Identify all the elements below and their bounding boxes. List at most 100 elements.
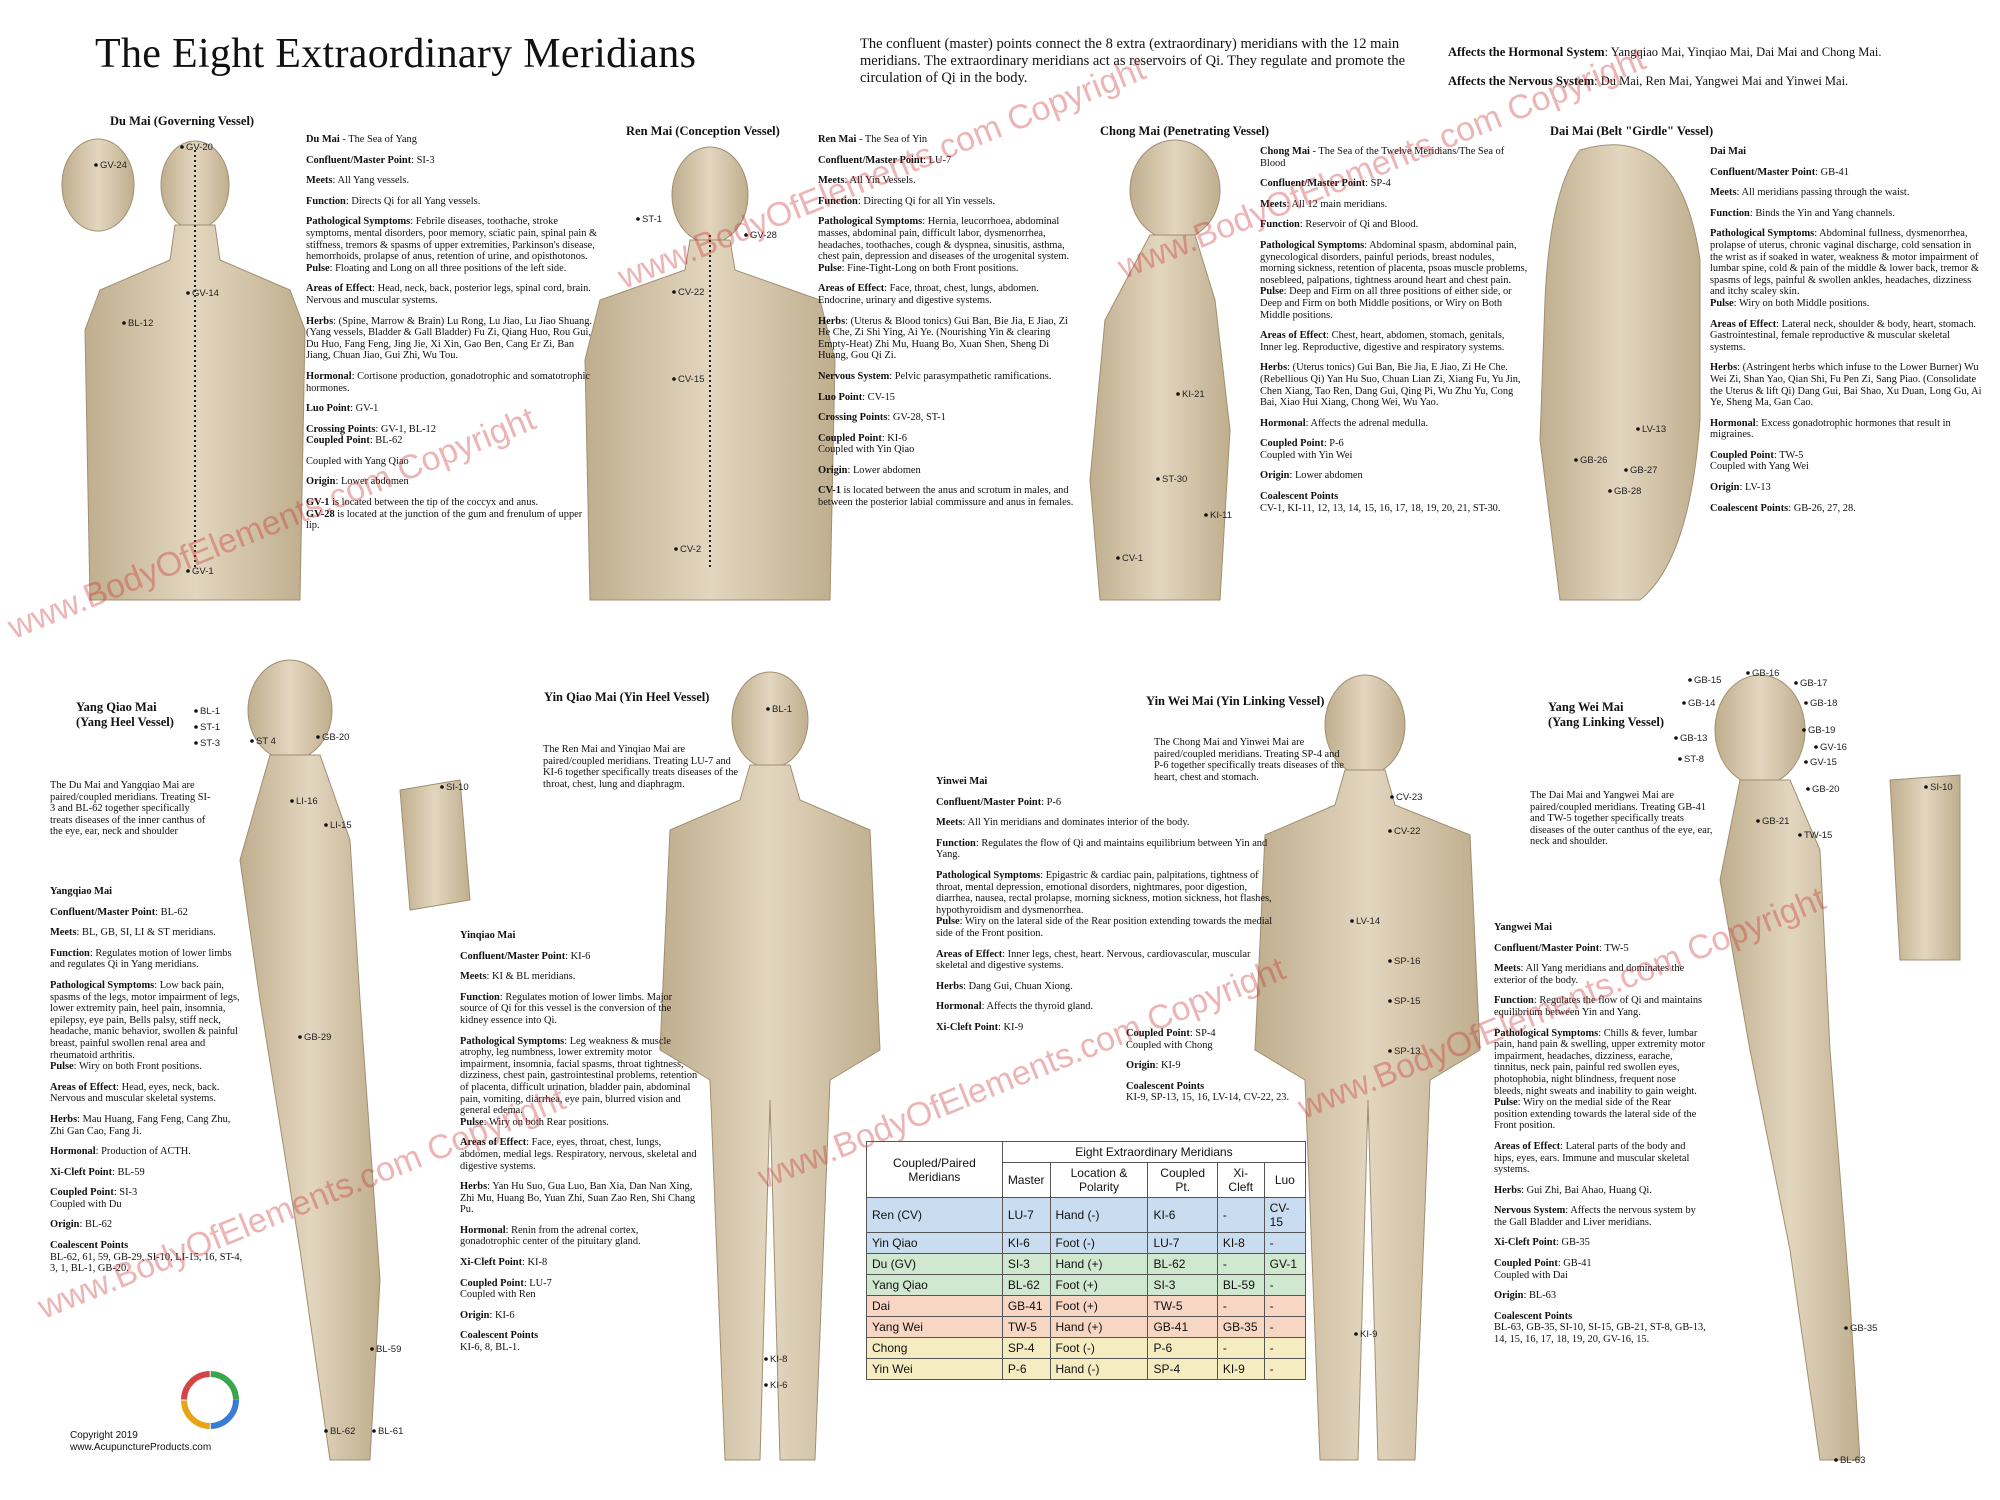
info-line: Origin: LV-13 [1710,482,1771,494]
acupoint-label: GV-28 [750,230,777,241]
col-coupled: Coupled Pt. [1147,1162,1218,1198]
acupoint-dot [1804,760,1808,764]
acupoint-label: GB-21 [1762,816,1789,827]
info-line: Coalescent Points: GB-26, 27, 28. [1710,502,1856,514]
table-cell: GB-41 [1001,1295,1051,1317]
yinqiao-note: The Ren Mai and Yinqiao Mai are paired/c… [543,744,739,790]
page-title: The Eight Extraordinary Meridians [95,31,697,77]
info-line: Meets: All 12 main meridians. [1260,198,1388,210]
acupoint-dot [1802,728,1806,732]
table-cell: Yin Qiao [866,1232,1003,1254]
dai-heading: Dai Mai (Belt "Girdle" Vessel) [1550,124,1714,138]
info-line: Function: Regulates motion of lower limb… [460,991,673,1026]
acupoint-label: KI-21 [1182,389,1205,400]
acupoint-dot [370,1347,374,1351]
acupoint-dot [1574,458,1578,462]
chong-side-body [1089,139,1231,601]
table-cell: KI-8 [1216,1232,1265,1254]
info-line: Herbs: (Uterus tonics) Gui Ban, Bie Jia,… [1260,362,1521,409]
info-line: Areas of Effect: Lateral parts of the bo… [1494,1140,1690,1176]
acupoint-dot [316,735,320,739]
acupoint-label: GV-24 [100,160,127,171]
acupoint-label: GB-13 [1680,733,1707,744]
acupoint-dot [1804,701,1808,705]
acupoint-label: GB-19 [1808,725,1835,736]
acupoint-label: GB-20 [1812,784,1839,795]
info-line: Confluent/Master Point: SI-3 [306,154,435,166]
table-cell: - [1216,1253,1265,1275]
acupoint-label: GV-20 [186,142,213,153]
acupoint-label: SI-10 [1930,782,1953,793]
acupoint-label: ST-1 [200,722,220,733]
acupoint-dot [1390,795,1394,799]
acupoint-label: GB-29 [304,1032,331,1043]
info-line: Origin: BL-62 [50,1219,113,1231]
acupoint-dot [1746,671,1750,675]
acupoint-dot [1176,392,1180,396]
dai-side-body [1539,144,1701,601]
coupled-meridians-table: Coupled/Paired Meridians Eight Extraordi… [866,1141,1307,1380]
acupoint-dot [1624,468,1628,472]
acupoint-dot [1156,477,1160,481]
du-head-inset [61,138,135,232]
acupoint-label: CV-22 [678,287,704,298]
acupoint-label: GB-18 [1810,698,1837,709]
yinqiao-body [659,671,881,1461]
info-line: Yinqiao Mai [460,930,516,941]
table-cell: TW-5 [1147,1295,1218,1317]
acupoint-dot [636,217,640,221]
info-line: Herbs: Dang Gui, Chuan Xiong. [936,980,1073,992]
affects-nervous-text: : Du Mai, Ren Mai, Yangwei Mai and Yinwe… [1594,74,1849,88]
info-line: Areas of Effect: Face, throat, chest, lu… [818,283,1039,306]
acupoint-label: GB-17 [1800,678,1827,689]
info-line: CV-1 is located between the anus and scr… [818,485,1074,509]
yangqiao-note: The Du Mai and Yangqiao Mai are paired/c… [50,780,211,838]
table-cell: SI-3 [1147,1274,1218,1296]
acupoint-label: GB-26 [1580,455,1607,466]
info-line: Origin: KI-9 [1126,1060,1181,1072]
affects-nervous: Affects the Nervous System: Du Mai, Ren … [1448,73,1968,90]
acupoint-label: TW-15 [1804,830,1832,841]
yangwei-heading-1: Yang Wei Mai [1548,700,1624,714]
info-line: Nervous System: Affects the nervous syst… [1494,1205,1696,1228]
yangqiao-heading: Yang Qiao Mai (Yang Heel Vessel) [76,700,174,730]
info-line: Areas of Effect: Inner legs, chest, hear… [936,948,1251,972]
yangqiao-body [239,659,381,1461]
acupoint-dot [1756,819,1760,823]
acupoint-dot [1794,681,1798,685]
info-line: GV-1 is located between the tip of the c… [306,497,583,532]
acupoint-dot [1798,833,1802,837]
info-line: Function: Directs Qi for all Yang vessel… [306,195,481,207]
acupoint-label: GB-28 [1614,486,1641,497]
ren-heading: Ren Mai (Conception Vessel) [626,124,780,138]
table-cell: Hand (-) [1049,1197,1149,1233]
acupoint-label: ST-8 [1684,754,1704,765]
table-cell: Yang Wei [866,1316,1003,1338]
copyright-line-2: www.AcupunctureProducts.com [70,1442,212,1453]
yangwei-heading: Yang Wei Mai (Yang Linking Vessel) [1548,700,1664,730]
acupoint-dot [324,823,328,827]
info-line: Hormonal: Production of ACTH. [50,1146,191,1158]
acupoint-dot [674,547,678,551]
acupoint-dot [194,709,198,713]
acupoint-label: GB-16 [1752,668,1779,679]
table-cell: Hand (+) [1049,1253,1149,1275]
table-col-row: Master Location & Polarity Coupled Pt. X… [867,1162,1307,1198]
affects-hormonal-label: Affects the Hormonal System [1448,45,1605,59]
table-cell: - [1216,1197,1265,1233]
info-line: Function: Binds the Yin and Yang channel… [1710,207,1895,219]
info-line: Function: Regulates the flow of Qi and m… [1494,995,1703,1018]
acupoint-dot [764,1357,768,1361]
table-cell: SI-3 [1001,1253,1051,1275]
acupoint-dot [1388,1049,1392,1053]
acupoint-label: BL-62 [330,1426,355,1437]
